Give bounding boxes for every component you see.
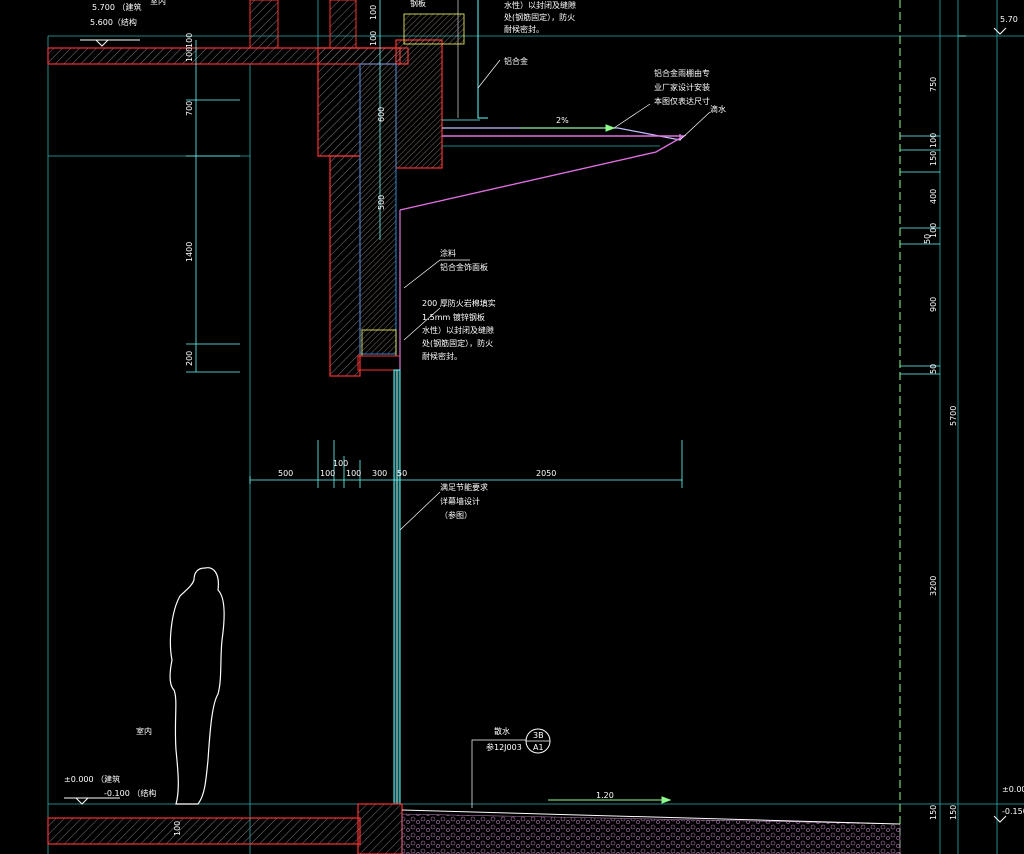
detail-number-top: 3B (533, 731, 544, 740)
room-label: 室内 (136, 726, 152, 736)
dim-v-small-3: 600 (377, 107, 386, 122)
canopy (399, 0, 687, 370)
dim-v-right-100: 100 (929, 133, 938, 148)
note-top-edge: 铝合金 (504, 56, 528, 66)
note-top-cont-3: 耐候密封。 (504, 24, 544, 34)
dim-v-right-750: 750 (929, 77, 938, 92)
note-curtain-1: 满足节能要求 (440, 482, 488, 492)
dim-h-50: 50 (397, 469, 407, 478)
dim-v-left-2: 100 (185, 47, 194, 62)
dim-v-small-2: 100 (369, 5, 378, 20)
slope-arrows (520, 124, 672, 804)
dim-v-left-4: 1400 (185, 242, 194, 262)
dim-h-100-b: 100 (333, 459, 348, 468)
top-slab (47, 39, 443, 169)
dim-v-left-3: 700 (185, 101, 194, 116)
human-figure (169, 567, 225, 805)
dim-v-right-3200: 3200 (929, 576, 938, 596)
note-fire-4: 处(钢筋固定），防火 (422, 338, 493, 348)
dim-v-right-50b: 50 (929, 364, 938, 374)
dim-v-small-1: 100 (369, 31, 378, 46)
dimension-lines (186, 0, 966, 488)
level-markers (64, 27, 1007, 823)
note-fire-1: 200 厚防火岩棉填实 (422, 298, 496, 308)
leader-lines (399, 59, 711, 808)
note-top-cont-2: 处(钢筋固定），防火 (504, 12, 575, 22)
ground-slab (47, 803, 901, 854)
detail-number-bottom: A1 (533, 743, 544, 752)
note-stone-2: 铝合金饰面板 (440, 262, 488, 272)
dim-v-right-150b: 150 (929, 805, 938, 820)
dim-h-100-c: 100 (346, 469, 361, 478)
room-label-top: 室内 (150, 0, 166, 6)
dim-v-right-100b: 100 (929, 223, 938, 238)
dim-h-100-a: 100 (320, 469, 335, 478)
dim-v-right-900: 900 (929, 297, 938, 312)
level-bottom-right-1: ±0.00 (1002, 785, 1024, 794)
note-curtain-3: （参图） (440, 510, 472, 520)
wall-column (249, 0, 401, 377)
note-ground-slope: 1.20 (596, 791, 614, 800)
note-top-mark: 钢板 (410, 0, 426, 8)
dim-v-small-4: 500 (377, 195, 386, 210)
level-top-struct: 5.600（结构 (90, 17, 137, 27)
grid-lines (47, 0, 1024, 854)
level-top-right: 5.70 (1000, 15, 1018, 24)
texts: 5.700 （建筑 5.600（结构 5.70 ±0.000 （建筑 -0.10… (64, 0, 1024, 836)
level-bottom-arch: ±0.000 （建筑 (64, 774, 120, 784)
note-canopy-2: 业厂家设计安装 (654, 82, 710, 92)
detail-callout (525, 728, 551, 754)
right-dim-column (900, 135, 940, 375)
note-canopy-3: 本图仅表达尺寸 (654, 96, 710, 106)
dim-h-500: 500 (278, 469, 293, 478)
note-drip: 滴水 (710, 104, 726, 114)
dim-v-right-50a: 50 (923, 234, 932, 244)
note-canopy-1: 铝合金雨棚由专 (654, 68, 710, 78)
level-bottom-right-2: -0.150 (1002, 807, 1024, 816)
note-drain-2: 参12J003 (486, 742, 522, 752)
dim-v-right-150: 150 (929, 151, 938, 166)
note-fire-3: 水性）以封闭及缝隙 (422, 325, 494, 335)
note-curtain-2: 详幕墙设计 (440, 496, 480, 506)
dim-v-slab-bottom: 100 (173, 821, 182, 836)
level-top-arch: 5.700 （建筑 (92, 2, 141, 12)
note-top-cont-1: 水性）以封闭及缝隙 (504, 0, 576, 10)
dim-v-left-1: 100 (185, 33, 194, 48)
dim-h-2050: 2050 (536, 469, 556, 478)
dim-v-left-5: 200 (185, 351, 194, 366)
dim-v-right-base: 150 (949, 805, 958, 820)
level-bottom-struct: -0.100 （结构 (104, 788, 156, 798)
note-stone-1: 涂料 (440, 248, 456, 258)
note-slope: 2% (556, 116, 569, 125)
note-drain-1: 散水 (494, 726, 510, 736)
dim-v-right-400: 400 (929, 189, 938, 204)
note-fire-2: 1.5mm 镀锌钢板 (422, 312, 485, 322)
note-fire-5: 耐候密封。 (422, 351, 462, 361)
dim-h-300: 300 (372, 469, 387, 478)
dim-v-right-total: 5700 (949, 406, 958, 426)
curtain-wall (393, 369, 401, 805)
